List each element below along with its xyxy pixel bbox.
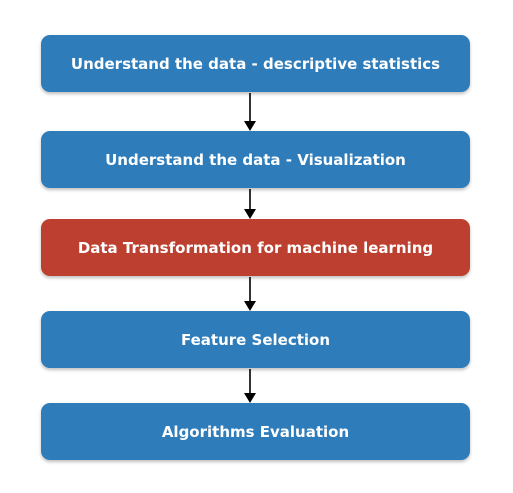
arrow-3-to-4 — [244, 277, 256, 311]
step-visualization: Understand the data - Visualization — [41, 131, 470, 188]
step-label: Data Transformation for machine learning — [77, 238, 434, 257]
step-descriptive-statistics: Understand the data - descriptive statis… — [41, 35, 470, 92]
step-label: Feature Selection — [180, 330, 331, 349]
arrow-2-to-3 — [244, 189, 256, 219]
step-feature-selection: Feature Selection — [41, 311, 470, 368]
step-label: Algorithms Evaluation — [161, 422, 350, 441]
arrow-4-to-5 — [244, 369, 256, 403]
step-algorithms-evaluation: Algorithms Evaluation — [41, 403, 470, 460]
step-data-transformation: Data Transformation for machine learning — [41, 219, 470, 276]
step-label: Understand the data - descriptive statis… — [70, 54, 441, 73]
step-label: Understand the data - Visualization — [105, 150, 406, 169]
arrow-1-to-2 — [244, 93, 256, 131]
